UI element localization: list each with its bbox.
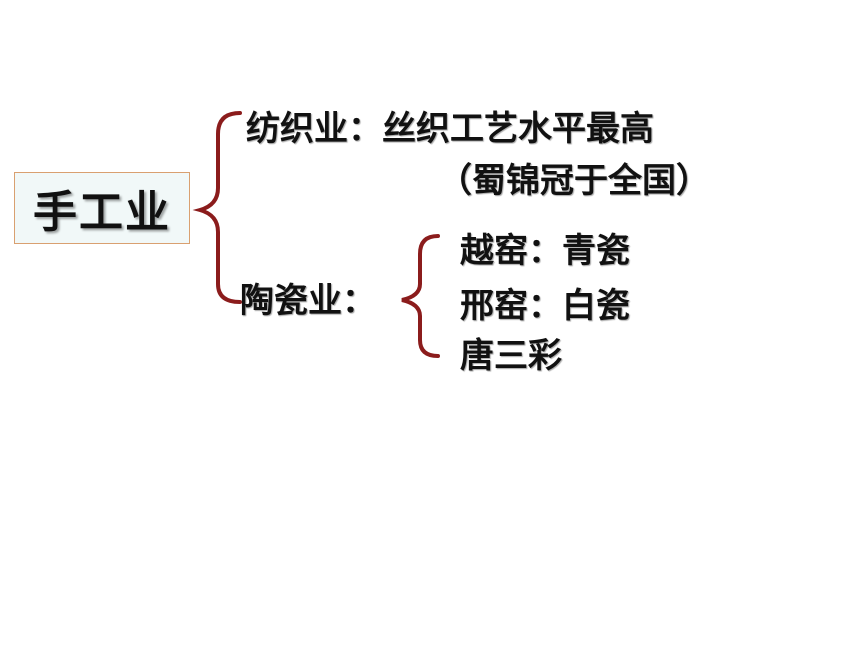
ceramics-item-xing-kiln: 邢窑：白瓷 (460, 286, 630, 326)
textile-branch-note: （蜀锦冠于全国） (438, 161, 710, 201)
main-brace (192, 111, 242, 304)
root-node-label: 手工业 (33, 187, 171, 238)
ceramics-brace (401, 234, 440, 358)
ceramics-item-yue-kiln: 越窑：青瓷 (460, 231, 630, 271)
ceramics-branch-label: 陶瓷业： (240, 281, 376, 321)
root-node-box: 手工业 (14, 172, 190, 244)
ceramics-item-tang-sancai: 唐三彩 (460, 336, 562, 376)
textile-branch-label: 纺织业：丝织工艺水平最高 (246, 109, 654, 149)
